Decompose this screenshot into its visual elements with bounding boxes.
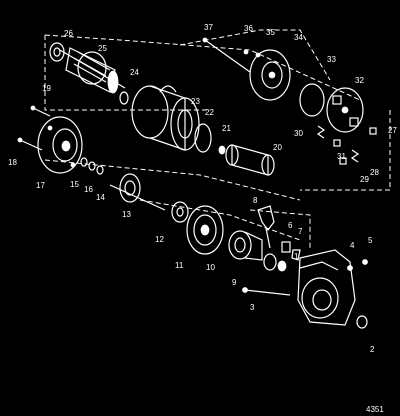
part-bearing-12 — [171, 201, 189, 223]
callout-24: 24 — [130, 68, 139, 77]
callout-37: 37 — [204, 23, 213, 32]
callout-17: 17 — [36, 181, 45, 190]
callout-34: 34 — [294, 33, 303, 42]
part-o-ring-33 — [299, 83, 325, 117]
part-brush-27 — [369, 127, 377, 135]
part-bushing-2 — [356, 315, 368, 329]
part-field-frame-23 — [131, 85, 200, 151]
part-brush-31 — [333, 139, 341, 147]
part-screw-19 — [30, 105, 51, 117]
reference-number: 4351 — [366, 405, 384, 414]
callout-26: 26 — [64, 29, 73, 38]
part-brush-spring-28 — [350, 149, 360, 163]
callout-25: 25 — [98, 44, 107, 53]
callout-20: 20 — [273, 143, 282, 152]
callout-35: 35 — [266, 28, 275, 37]
callout-36: 36 — [244, 24, 253, 33]
part-through-bolt-3 — [242, 287, 291, 296]
callout-8: 8 — [253, 196, 258, 205]
part-brush-29 — [339, 157, 347, 165]
part-solenoid-20 — [225, 144, 275, 176]
callout-30: 30 — [294, 129, 303, 138]
part-pinion-9 — [263, 253, 287, 272]
callout-1: 1 — [294, 252, 299, 261]
assembly-line-right — [300, 110, 391, 191]
part-brush-spring-30 — [316, 125, 326, 139]
part-screw-35 — [255, 52, 261, 58]
part-spring-6 — [281, 241, 291, 253]
callout-33: 33 — [327, 55, 336, 64]
callout-27: 27 — [388, 126, 397, 135]
callout-9: 9 — [232, 278, 237, 287]
part-gear-housing-11 — [186, 205, 224, 255]
part-end-frame-17 — [37, 116, 83, 174]
part-screw-4 — [347, 265, 353, 271]
callout-28: 28 — [370, 168, 379, 177]
callout-4: 4 — [350, 241, 355, 250]
callout-labels: 1234567891011121314151617181920212223242… — [8, 23, 397, 354]
assembly-line-armature-axis — [44, 34, 361, 101]
callout-10: 10 — [206, 263, 215, 272]
assembly-line-top-right — [179, 29, 331, 81]
part-through-bolt-37 — [202, 37, 251, 73]
callout-18: 18 — [8, 158, 17, 167]
part-overrunning-clutch-10 — [228, 230, 263, 261]
part-washers-14-16 — [80, 157, 104, 175]
callout-23: 23 — [191, 97, 200, 106]
callout-3: 3 — [250, 303, 255, 312]
callout-5: 5 — [368, 236, 373, 245]
callout-6: 6 — [288, 221, 293, 230]
part-armature-25 — [59, 47, 126, 94]
part-shift-lever-8 — [257, 205, 275, 249]
assembly-line-lower — [139, 199, 301, 241]
callout-21: 21 — [222, 124, 231, 133]
part-o-ring-22 — [194, 123, 212, 153]
part-washer-24 — [119, 91, 129, 105]
callout-16: 16 — [84, 185, 93, 194]
callout-22: 22 — [205, 108, 214, 117]
part-washer-36 — [243, 49, 249, 55]
callout-32: 32 — [355, 76, 364, 85]
callout-7: 7 — [298, 227, 303, 236]
part-planetary-shaft-13 — [109, 173, 166, 211]
callout-11: 11 — [175, 261, 184, 270]
callout-14: 14 — [96, 193, 105, 202]
callout-19: 19 — [42, 84, 51, 93]
callout-15: 15 — [70, 180, 79, 189]
part-plunger-21 — [218, 145, 226, 155]
assembly-line-middle — [44, 159, 301, 201]
part-drive-housing-1 — [297, 249, 356, 326]
callout-29: 29 — [360, 175, 369, 184]
callout-12: 12 — [155, 235, 164, 244]
part-bearing-26 — [49, 42, 65, 62]
part-plate-7 — [291, 249, 301, 261]
part-screw-5 — [362, 259, 368, 265]
assembly-line-upper — [44, 35, 210, 111]
part-brush-holder-32 — [326, 87, 364, 133]
callout-2: 2 — [370, 345, 375, 354]
assembly-line-drive — [249, 209, 311, 250]
part-end-cover-34 — [249, 49, 291, 101]
callout-31: 31 — [337, 152, 346, 161]
callout-13: 13 — [122, 210, 131, 219]
